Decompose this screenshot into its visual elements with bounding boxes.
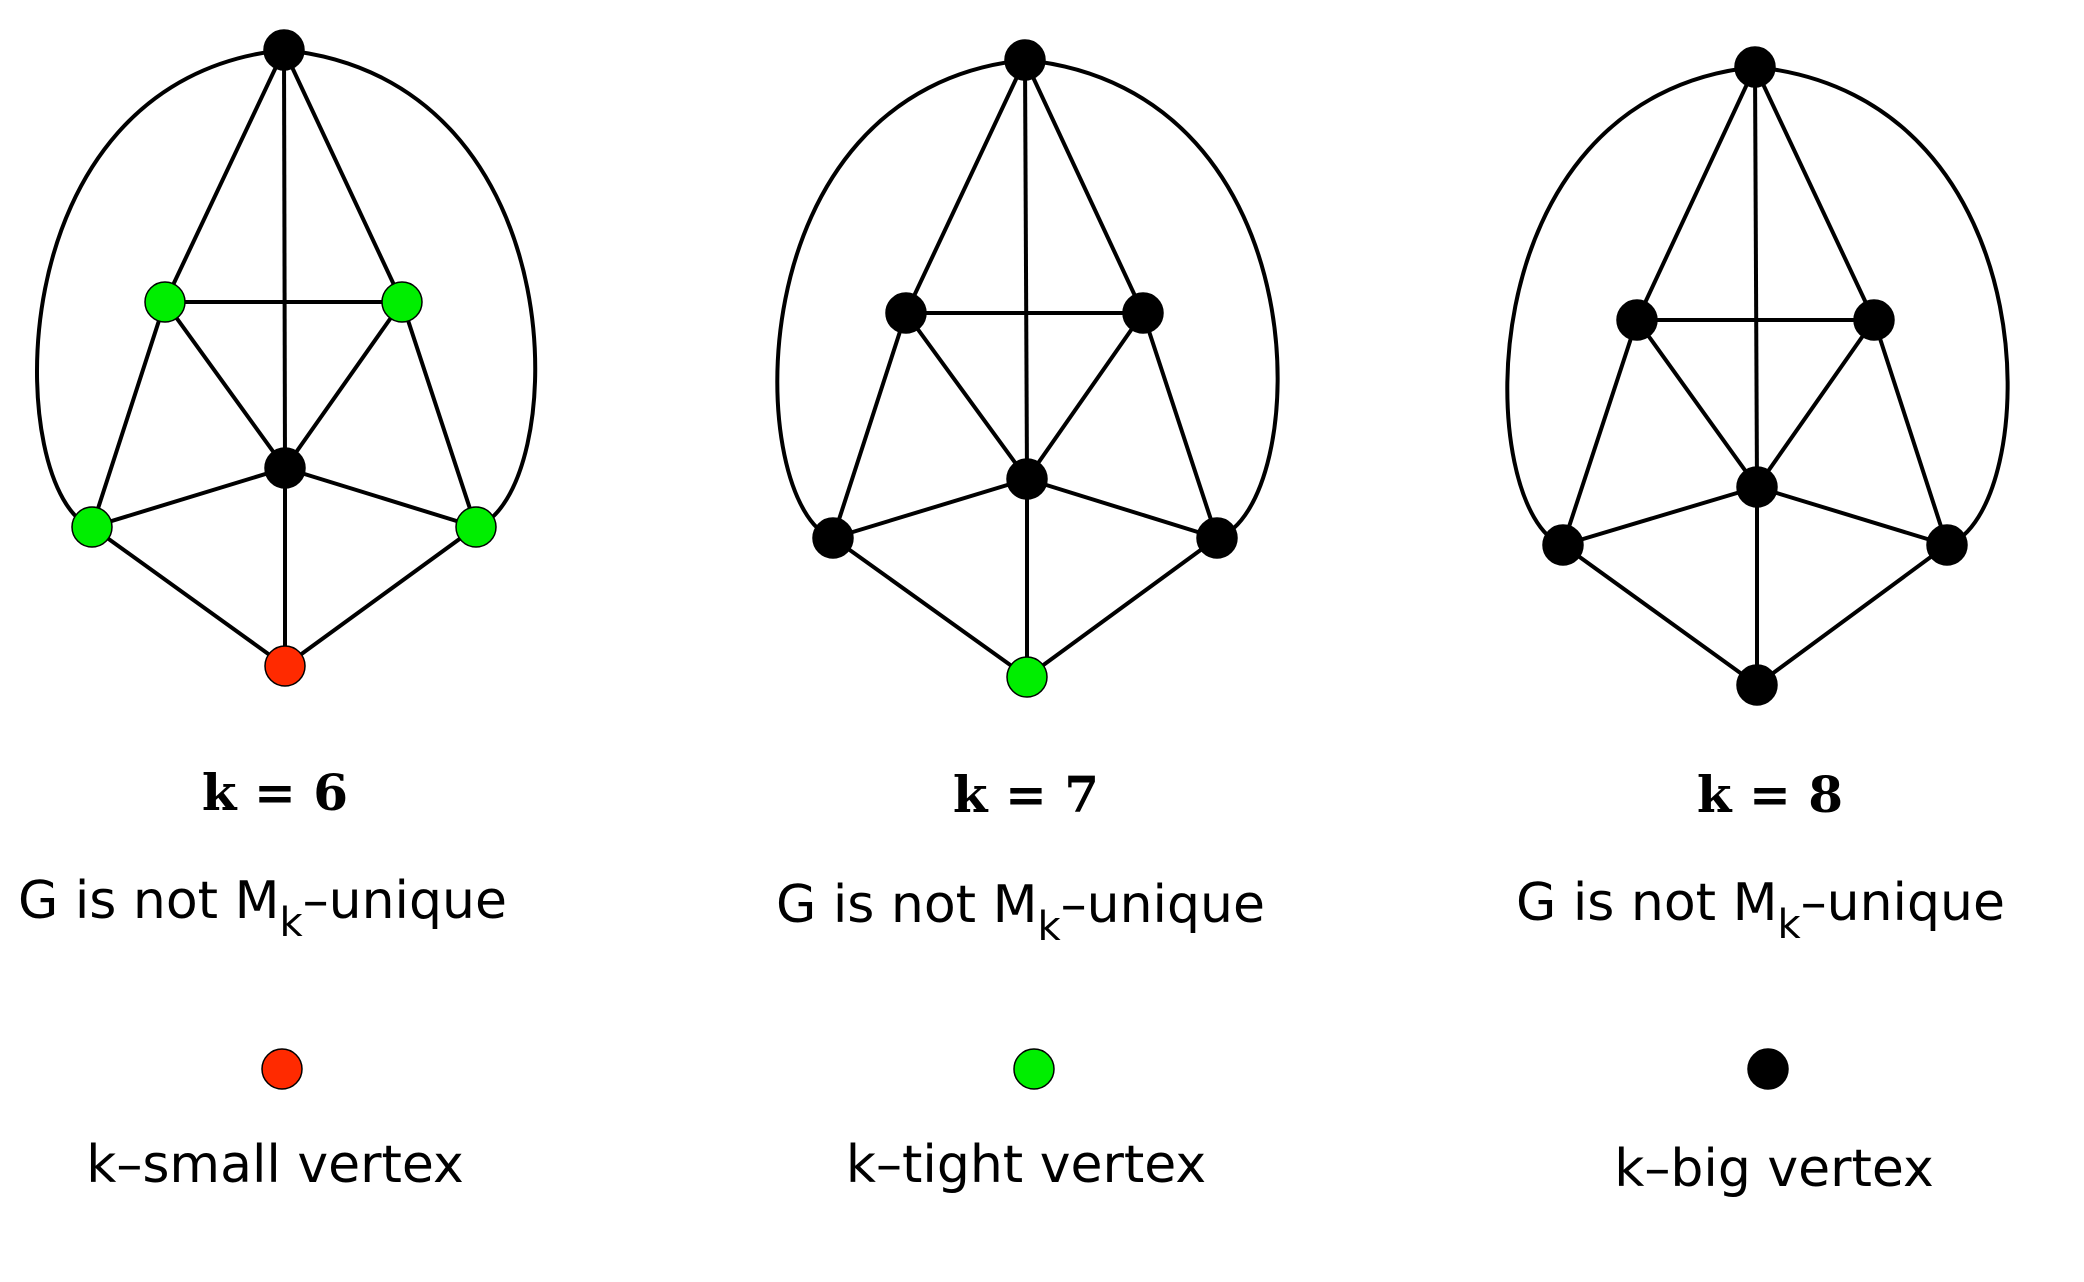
k-label-6: k = 6 xyxy=(202,763,348,822)
outer-arc-left xyxy=(1505,65,1756,547)
vertex-top-big xyxy=(263,29,305,71)
edge-inner_left-center xyxy=(163,300,287,470)
caption-tail: –unique xyxy=(1061,875,1265,935)
edge-inner_right-center xyxy=(283,300,404,470)
edge-inner_left-center xyxy=(904,311,1029,481)
caption-panel-3: G is not Mk–unique xyxy=(1516,873,2005,948)
vertex-center-big xyxy=(264,447,306,489)
legend-label-small: k–small vertex xyxy=(86,1135,464,1195)
k-label-8: k = 8 xyxy=(1697,765,1843,824)
vertex-outer-right-tight xyxy=(455,506,497,548)
outer-arc-left xyxy=(35,48,285,529)
edge-outer_right-center xyxy=(1756,485,1948,547)
vertex-inner-right-tight xyxy=(381,281,423,323)
edge-top-center xyxy=(1023,59,1029,480)
caption-panel-1: G is not Mk–unique xyxy=(18,871,507,946)
vertex-inner-right-big xyxy=(1122,292,1164,334)
edge-inner_right-outer_right xyxy=(400,301,478,528)
vertex-center-big xyxy=(1736,466,1778,508)
edge-outer_right-bottom xyxy=(1755,543,1949,687)
graph-panel-k7 xyxy=(775,39,1280,698)
vertex-inner-left-big xyxy=(885,292,927,334)
vertex-bottom-tight xyxy=(1006,656,1048,698)
caption-panel-2: G is not Mk–unique xyxy=(776,875,1265,950)
edge-top-center xyxy=(1753,66,1759,488)
vertex-bottom-small xyxy=(264,645,306,687)
edge-outer_right-center xyxy=(284,466,477,529)
vertex-top-big xyxy=(1004,39,1046,81)
vertex-bottom-big xyxy=(1736,664,1778,706)
vertex-outer-left-big xyxy=(812,517,854,559)
vertex-inner-left-big xyxy=(1616,299,1658,341)
legend-label-big: k–big vertex xyxy=(1614,1139,1934,1199)
caption-subscript: k xyxy=(1777,902,1801,948)
legend: k–small vertex k–tight vertex k–big vert… xyxy=(86,1048,1934,1199)
edge-top-inner_left xyxy=(163,49,286,303)
edge-outer_left-center xyxy=(832,477,1028,540)
edge-top-inner_left xyxy=(904,59,1027,314)
edge-inner_left-outer_left xyxy=(90,301,167,528)
graph-panel-k8 xyxy=(1505,46,2010,706)
caption-main: G is not M xyxy=(776,875,1037,935)
caption-main: G is not M xyxy=(1516,873,1777,933)
legend-swatch-tight xyxy=(1013,1048,1055,1090)
edge-inner_right-outer_right xyxy=(1872,319,1949,546)
edge-top-center xyxy=(282,49,287,469)
k-label-7: k = 7 xyxy=(953,765,1099,824)
edge-top-inner_right xyxy=(1753,66,1876,321)
edge-outer_right-center xyxy=(1026,477,1218,540)
vertex-inner-right-big xyxy=(1853,299,1895,341)
edge-outer_left-bottom xyxy=(831,536,1029,679)
caption-tail: –unique xyxy=(303,871,507,931)
edge-outer_right-bottom xyxy=(283,525,478,668)
edge-outer_left-center xyxy=(1562,485,1758,547)
edge-inner_left-center xyxy=(1635,318,1759,489)
edge-outer_left-bottom xyxy=(90,525,287,668)
caption-subscript: k xyxy=(279,900,303,946)
vertex-center-big xyxy=(1006,458,1048,500)
vertex-top-big xyxy=(1734,46,1776,88)
caption-main: G is not M xyxy=(18,871,279,931)
vertex-outer-left-tight xyxy=(71,506,113,548)
vertex-outer-right-big xyxy=(1196,517,1238,559)
outer-arc-right xyxy=(1754,65,2010,547)
edge-outer_left-bottom xyxy=(1561,543,1759,687)
legend-label-tight: k–tight vertex xyxy=(846,1135,1206,1195)
caption-subscript: k xyxy=(1037,904,1061,950)
caption-tail: –unique xyxy=(1801,873,2005,933)
vertex-outer-right-big xyxy=(1926,524,1968,566)
outer-arc-right xyxy=(1024,58,1280,540)
graph-panel-k6 xyxy=(35,29,538,687)
legend-swatch-big xyxy=(1747,1048,1789,1090)
edge-top-inner_right xyxy=(1023,59,1145,314)
outer-arc-left xyxy=(775,58,1026,540)
edge-outer_right-bottom xyxy=(1025,536,1219,679)
edge-inner_right-center xyxy=(1025,311,1145,481)
edge-outer_left-center xyxy=(91,466,286,529)
edge-top-inner_left xyxy=(1635,66,1757,321)
edge-inner_right-center xyxy=(1755,318,1876,489)
outer-arc-right xyxy=(283,48,538,529)
vertex-inner-left-tight xyxy=(144,281,186,323)
edge-top-inner_right xyxy=(282,49,404,303)
legend-swatch-small xyxy=(261,1048,303,1090)
edge-inner_left-outer_left xyxy=(831,312,908,539)
edge-inner_right-outer_right xyxy=(1141,312,1219,539)
vertex-outer-left-big xyxy=(1542,524,1584,566)
edge-inner_left-outer_left xyxy=(1561,319,1639,546)
